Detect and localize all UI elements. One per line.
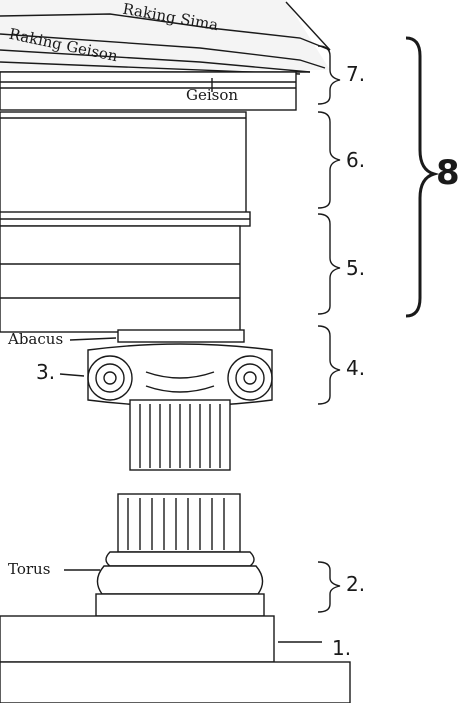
number-5: 5. [346, 256, 366, 280]
abacus-label: Abacus [8, 330, 64, 348]
ionic-capital [87, 343, 273, 407]
number-2: 2. [346, 572, 366, 596]
brackets [317, 36, 440, 613]
architrave [0, 225, 241, 333]
upper-column-shaft [129, 399, 231, 471]
number-8: 8 [436, 153, 460, 193]
geison-label: Geison [186, 86, 239, 104]
frieze [0, 111, 251, 227]
number-4: 4. [346, 356, 366, 380]
number-3: 3. [36, 360, 56, 384]
column-base [95, 551, 265, 617]
number-7: 7. [346, 62, 366, 86]
number-6: 6. [346, 148, 366, 172]
lower-column-shaft [117, 493, 241, 553]
torus-label: Torus [8, 560, 51, 578]
geison [0, 71, 297, 111]
abacus [117, 329, 245, 343]
leader-lines [59, 78, 322, 643]
number-1: 1. [332, 636, 352, 660]
stylobate [0, 615, 351, 704]
